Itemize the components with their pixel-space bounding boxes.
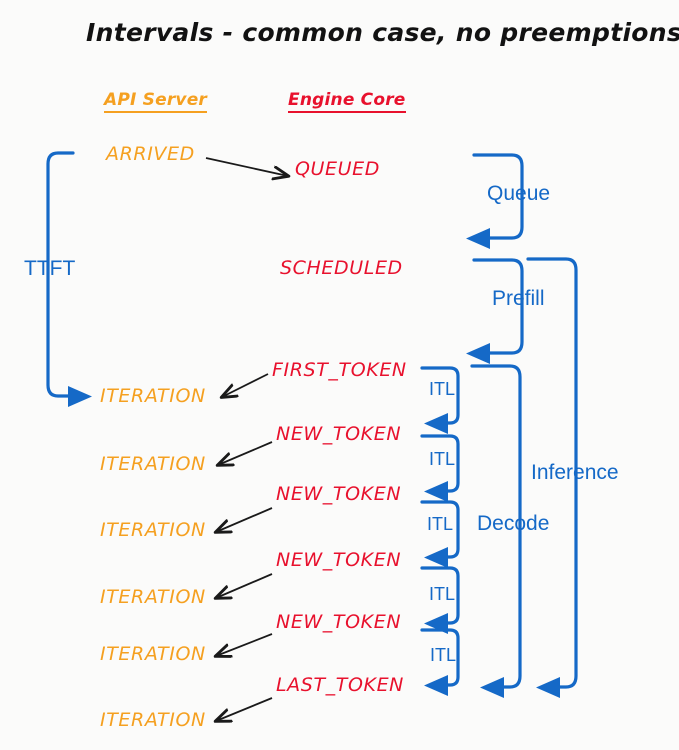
state-new-token-3: NEW_TOKEN — [276, 549, 402, 571]
state-iteration-6: ITERATION — [100, 709, 206, 731]
interval-label-ttft: TTFT — [24, 257, 76, 280]
state-iteration-4: ITERATION — [100, 586, 206, 608]
bracket-itl-1 — [420, 366, 460, 425]
arrow-new-token-to-iteration-3 — [216, 573, 273, 598]
state-arrived: ARRIVED — [106, 143, 195, 165]
state-iteration-2: ITERATION — [100, 453, 206, 475]
bracket-itl-3 — [420, 500, 460, 559]
state-new-token-1: NEW_TOKEN — [276, 423, 402, 445]
state-iteration-5: ITERATION — [100, 643, 206, 665]
column-header-api-server: API Server — [104, 92, 208, 113]
state-new-token-4: NEW_TOKEN — [276, 611, 402, 633]
arrow-arrived-to-queued — [205, 157, 288, 176]
arrowhead-itl-2 — [424, 481, 448, 502]
bracket-itl-4 — [420, 566, 460, 625]
interval-label-itl-4: ITL — [429, 584, 456, 604]
state-new-token-2: NEW_TOKEN — [276, 483, 402, 505]
arrow-first-token-to-iteration — [222, 373, 269, 397]
bracket-queue — [472, 153, 524, 240]
state-iteration-1: ITERATION — [100, 385, 206, 407]
arrow-last-token-to-iteration — [216, 697, 273, 721]
arrowhead-itl-3 — [424, 547, 448, 568]
bracket-prefill — [472, 258, 524, 355]
bracket-ttft — [46, 151, 75, 398]
bracket-itl-5 — [420, 628, 460, 687]
blue-arrowheads — [68, 228, 560, 698]
interval-label-itl-5: ITL — [430, 645, 457, 665]
arrowhead-prefill — [466, 343, 490, 364]
state-first-token: FIRST_TOKEN — [272, 359, 407, 381]
arrowhead-queue — [466, 228, 490, 249]
bracket-inference — [526, 257, 578, 689]
arrowhead-itl-4 — [424, 613, 448, 634]
state-iteration-3: ITERATION — [100, 519, 206, 541]
state-queued: QUEUED — [295, 158, 381, 180]
interval-label-itl-2: ITL — [429, 449, 456, 469]
page-title: Intervals - common case, no preemptions — [86, 18, 679, 47]
interval-label-inference: Inference — [531, 461, 619, 484]
interval-label-queue: Queue — [487, 182, 551, 205]
interval-label-prefill: Prefill — [492, 287, 545, 310]
state-last-token: LAST_TOKEN — [276, 674, 404, 696]
arrowhead-itl-5 — [424, 675, 448, 696]
arrow-new-token-to-iteration-4 — [216, 633, 273, 656]
bracket-decode — [470, 364, 522, 689]
arrowhead-inference — [536, 677, 560, 698]
arrowhead-itl-1 — [424, 413, 448, 434]
bracket-itl-2 — [420, 434, 460, 493]
interval-label-itl-1: ITL — [429, 379, 456, 399]
interval-label-decode: Decode — [477, 512, 550, 535]
arrowhead-decode — [480, 677, 504, 698]
arrow-new-token-to-iteration-1 — [218, 441, 273, 465]
state-scheduled: SCHEDULED — [280, 257, 403, 279]
column-header-engine-core: Engine Core — [288, 92, 406, 113]
arrow-new-token-to-iteration-2 — [216, 507, 273, 532]
interval-label-itl-3: ITL — [427, 514, 454, 534]
arrowhead-ttft — [68, 386, 92, 407]
